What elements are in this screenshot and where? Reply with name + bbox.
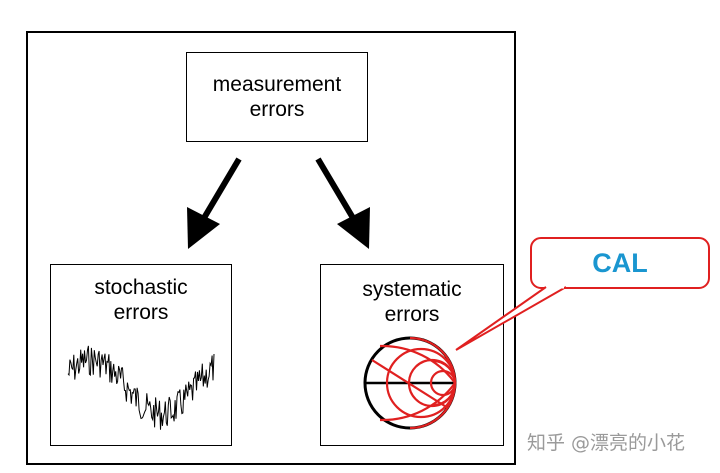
arrow-right (315, 157, 370, 249)
cal-label: CAL (592, 248, 648, 278)
outer-frame (26, 31, 516, 465)
cal-callout (455, 237, 710, 351)
arrow-left (187, 157, 242, 249)
noisy-waveform (67, 345, 215, 430)
watermark: 知乎 @漂亮的小花 (527, 432, 686, 454)
smith-chart (363, 336, 457, 430)
